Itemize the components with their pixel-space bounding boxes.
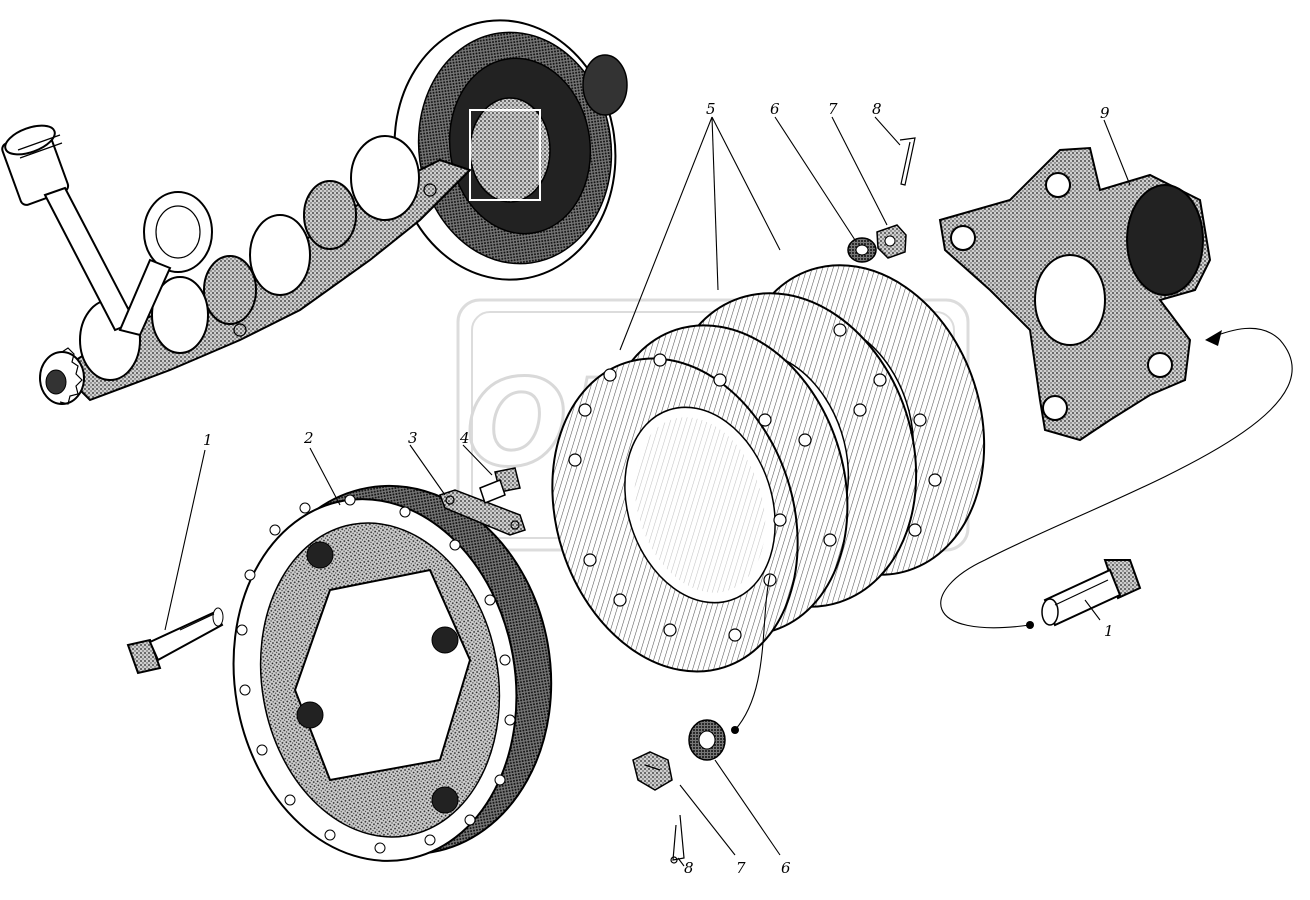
nut-bottom <box>632 751 673 791</box>
callout-washer-top: 6 <box>770 100 780 118</box>
flange-bolt-holes <box>236 494 516 854</box>
callout-lock-plate: 3 <box>408 429 418 447</box>
piston-left <box>1 124 137 332</box>
callout-nut-bottom: 7 <box>736 859 746 877</box>
callout-bolt-left: 1 <box>203 431 213 449</box>
callout-nut-top: 7 <box>828 100 838 118</box>
assembly-path-right <box>940 327 1293 629</box>
piston-right <box>118 191 213 337</box>
assembly-path-bottom <box>731 574 771 734</box>
callout-pin-bottom: 8 <box>684 859 694 877</box>
washer-top <box>847 237 877 263</box>
callout-labels: 1 2 3 4 5 6 7 8 9 1 6 7 8 <box>203 100 1114 877</box>
lock-plate <box>439 489 526 536</box>
flange-hub <box>232 484 553 862</box>
leader-lines <box>164 116 1131 867</box>
callout-discs: 5 <box>706 100 716 118</box>
crank-nose-gear <box>39 347 85 405</box>
washer-bottom <box>688 719 726 761</box>
nut-top <box>876 224 907 259</box>
crank-webs <box>79 135 437 381</box>
small-bolt <box>479 467 521 504</box>
bolt-left <box>126 607 224 675</box>
callout-flange: 2 <box>303 429 314 447</box>
callout-small-bolt: 4 <box>459 429 470 447</box>
disc-bolt-holes <box>568 323 942 642</box>
crankshaft-assembly <box>1 19 628 405</box>
cotter-pin-bottom <box>670 814 685 864</box>
yoke <box>938 146 1212 442</box>
cotter-pin-top <box>899 137 916 186</box>
flexible-disc-pack <box>551 264 986 673</box>
callout-pin-top: 8 <box>872 100 882 118</box>
callout-bolt-right: 1 <box>1104 622 1114 640</box>
callout-washer-bottom: 6 <box>781 859 791 877</box>
callout-yoke: 9 <box>1100 104 1110 122</box>
disc-1 <box>551 357 799 673</box>
bolt-right <box>1041 559 1142 627</box>
